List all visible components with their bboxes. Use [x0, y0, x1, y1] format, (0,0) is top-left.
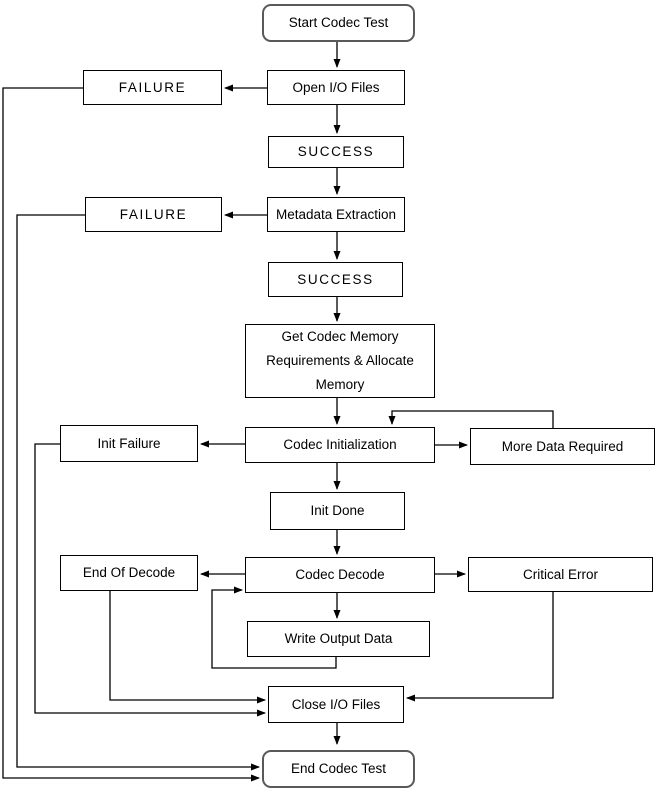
node-success-open-io: SUCCESS [268, 136, 404, 168]
node-label: Start Codec Test [288, 15, 389, 30]
node-codec-decode: Codec Decode [245, 557, 435, 593]
node-more-data-required: More Data Required [470, 428, 655, 465]
edge-critical-error-to-close-io [406, 592, 554, 702]
node-label: FAILURE [118, 79, 187, 95]
node-metadata-extraction: Metadata Extraction [267, 197, 405, 232]
node-label: SUCCESS [297, 144, 375, 159]
node-end-codec-test: End Codec Test [262, 750, 415, 788]
node-label: End Codec Test [290, 761, 387, 776]
node-label: More Data Required [501, 438, 624, 454]
node-write-output-data: Write Output Data [247, 621, 430, 657]
node-label: FAILURE [119, 206, 188, 222]
edge-more-data-to-codec-init [388, 410, 554, 428]
edge-failure-meta-to-end [16, 214, 260, 771]
node-get-codec-memory: Get Codec Memory Requirements & Allocate… [245, 324, 435, 398]
edge-failure-open-to-end [2, 87, 260, 782]
node-codec-initialization: Codec Initialization [245, 427, 435, 463]
node-label: Metadata Extraction [275, 206, 397, 222]
edge-end-of-decode-to-close-io [109, 591, 266, 704]
node-init-failure: Init Failure [60, 425, 198, 462]
node-label: Init Failure [97, 435, 161, 451]
node-failure-open-io: FAILURE [83, 70, 222, 105]
node-label: Critical Error [522, 566, 598, 582]
node-label: Get Codec Memory Requirements & Allocate… [266, 329, 414, 392]
node-label: Codec Decode [295, 567, 385, 582]
node-close-io-files: Close I/O Files [268, 686, 404, 723]
node-label: Write Output Data [284, 631, 393, 646]
node-label: Init Done [310, 503, 365, 518]
node-failure-metadata: FAILURE [85, 197, 222, 232]
edge-write-output-loop-to-codec-decode [211, 586, 337, 669]
node-start-codec-test: Start Codec Test [262, 4, 415, 42]
node-label: End Of Decode [82, 565, 176, 580]
edge-init-failure-to-close-io [34, 443, 266, 717]
node-end-of-decode: End Of Decode [60, 555, 198, 591]
node-label: Codec Initialization [283, 437, 397, 452]
node-open-io-files: Open I/O Files [267, 70, 405, 105]
node-critical-error: Critical Error [468, 557, 653, 592]
node-label: Open I/O Files [292, 79, 380, 95]
node-init-done: Init Done [270, 492, 405, 530]
node-label: SUCCESS [297, 271, 374, 287]
node-success-metadata: SUCCESS [268, 262, 403, 297]
node-label: Close I/O Files [291, 696, 381, 712]
